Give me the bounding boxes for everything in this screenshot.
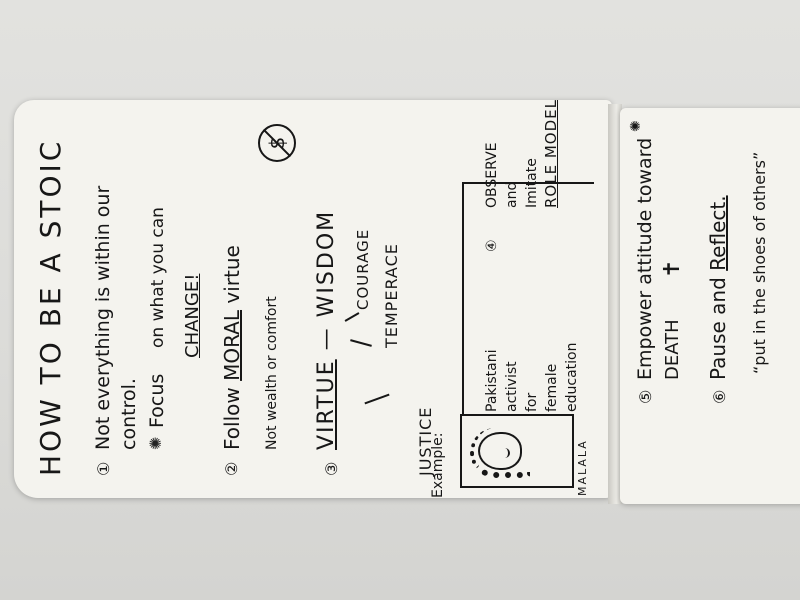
point-4-number: ④ [484, 239, 500, 252]
point-2-line-1: Follow MORAL virtue [220, 245, 244, 450]
reflect-word: Reflect. [706, 195, 730, 271]
notebook-right-page: ⑤ Empower attitude toward DEATH ✝ ⑥ Paus… [620, 108, 800, 504]
virtue-dash: — [314, 317, 339, 360]
branch-line [344, 312, 360, 322]
bio-line: for [524, 392, 540, 412]
bio-line: activist [504, 361, 520, 412]
point-6-line-1: Pause and Reflect. [706, 195, 730, 380]
bio-line: female [544, 363, 560, 412]
cross-icon: ✝ [660, 259, 685, 278]
no-dollar-icon: $ [258, 124, 296, 162]
point-1-line-2: control. [118, 378, 140, 450]
dollar-sign: $ [265, 136, 289, 150]
right-page-writing: ⑤ Empower attitude toward DEATH ✝ ⑥ Paus… [620, 108, 800, 504]
portrait-face [478, 432, 522, 470]
notebook-gutter [608, 104, 622, 504]
point-1-line-1: Not everything is within our [92, 185, 114, 450]
point-4-line-2: and [504, 181, 520, 208]
moral-word: MORAL [220, 309, 244, 381]
focus-word: Focus [146, 373, 168, 428]
point-6-number: ⑥ [710, 389, 729, 404]
example-label: Example: [430, 432, 446, 498]
portrait-sketch [460, 414, 574, 488]
portrait-caption: MALALA [576, 439, 589, 496]
role-models-word: ROLE MODELS [542, 100, 560, 208]
point-4-line-3: Imitate [524, 158, 540, 208]
pause-words: Pause and [706, 277, 730, 380]
temperance-word: TEMPERACE [382, 243, 401, 348]
left-page-writing: HOW TO BE A STOIC ① Not everything is wi… [14, 100, 612, 498]
bio-line: education [564, 342, 580, 412]
wisdom-word: WISDOM [314, 209, 339, 318]
point-3-line-1: VIRTUE — WISDOM [314, 210, 339, 450]
virtue-heading: VIRTUE [314, 359, 339, 450]
point-1-number: ① [94, 461, 113, 476]
point-2-number: ② [222, 461, 241, 476]
point-5-number: ⑤ [636, 389, 655, 404]
burst-icon: ✺ [146, 436, 165, 450]
virtue-word: virtue [220, 245, 244, 304]
point-3-number: ③ [322, 461, 341, 476]
branch-line [364, 393, 390, 405]
point-5-line-2: DEATH [662, 319, 683, 380]
point-5-line-1: Empower attitude toward [634, 137, 656, 380]
point-1-line-3: on what you can [148, 207, 168, 348]
point-2-line-2: Not wealth or comfort [264, 296, 280, 450]
branch-line [350, 339, 372, 347]
page-title: HOW TO BE A STOIC [34, 138, 67, 476]
change-word: CHANGE! [182, 273, 203, 358]
burst-icon: ✺ [628, 120, 644, 132]
point-4-line-1: OBSERVE [484, 142, 500, 209]
follow-word: Follow [220, 387, 244, 450]
point-6-line-2: “put in the shoes of others” [750, 151, 769, 374]
notebook-left-page: HOW TO BE A STOIC ① Not everything is wi… [14, 100, 612, 498]
bio-line: Pakistani [484, 349, 500, 412]
courage-word: COURAGE [354, 228, 372, 310]
